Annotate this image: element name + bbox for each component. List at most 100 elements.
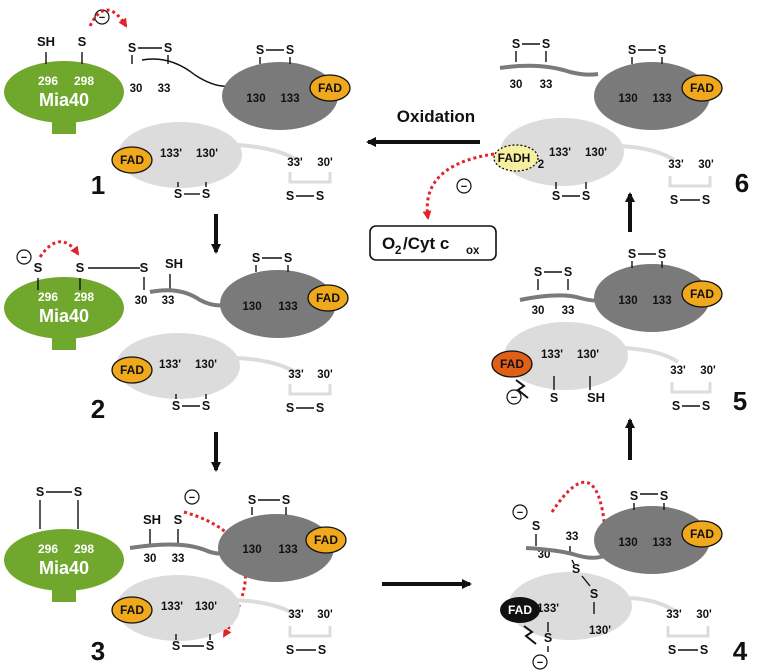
svg-text:130': 130' bbox=[585, 147, 607, 159]
thiolate-charge: − bbox=[184, 489, 200, 505]
svg-text:S: S bbox=[256, 43, 264, 57]
svg-text:SH: SH bbox=[165, 256, 183, 271]
svg-text:S: S bbox=[174, 187, 182, 201]
svg-text:130: 130 bbox=[618, 93, 637, 105]
svg-text:S: S bbox=[702, 399, 710, 413]
svg-text:S: S bbox=[702, 193, 710, 207]
svg-text:S: S bbox=[532, 519, 540, 533]
svg-text:33': 33' bbox=[288, 369, 304, 381]
svg-text:FADH: FADH bbox=[498, 151, 531, 165]
svg-text:−: − bbox=[99, 12, 105, 24]
svg-text:133: 133 bbox=[652, 537, 671, 549]
svg-text:298: 298 bbox=[74, 290, 94, 304]
svg-text:33: 33 bbox=[158, 83, 171, 95]
panel-step-5: S S 30 33 FAD 130 133 S S FAD 133' 130' … bbox=[491, 247, 747, 416]
svg-text:30': 30' bbox=[696, 609, 712, 621]
svg-text:FAD: FAD bbox=[314, 533, 338, 547]
mia40-residue-296: 296 bbox=[38, 74, 58, 88]
svg-text:Mia40: Mia40 bbox=[39, 558, 89, 578]
svg-text:S: S bbox=[164, 41, 172, 55]
svg-text:30': 30' bbox=[698, 159, 714, 171]
svg-text:S: S bbox=[36, 485, 44, 499]
electron-transfer-arrow bbox=[422, 152, 495, 220]
svg-text:FAD: FAD bbox=[120, 363, 144, 377]
mia40-protein: 296 298 Mia40 bbox=[4, 277, 124, 350]
svg-text:S: S bbox=[658, 43, 666, 57]
svg-text:S: S bbox=[544, 631, 552, 645]
svg-text:SH: SH bbox=[587, 390, 605, 405]
thiol-label: SH bbox=[37, 34, 55, 49]
svg-text:S: S bbox=[34, 260, 43, 275]
svg-text:133: 133 bbox=[278, 544, 297, 556]
svg-text:30: 30 bbox=[144, 553, 157, 565]
panel-step-6: S S 30 33 FAD 130 133 S S FADH 2 133' 13… bbox=[422, 37, 749, 220]
thiolate-charge: − bbox=[456, 178, 472, 194]
svg-text:130: 130 bbox=[618, 537, 637, 549]
svg-text:FAD: FAD bbox=[500, 357, 524, 371]
fad-excited bbox=[491, 350, 533, 378]
svg-text:S: S bbox=[286, 189, 294, 203]
thiolate-charge: − bbox=[16, 249, 32, 265]
svg-text:30: 30 bbox=[538, 549, 551, 561]
svg-text:30: 30 bbox=[532, 305, 545, 317]
svg-text:133': 133' bbox=[541, 349, 563, 361]
svg-text:S: S bbox=[564, 265, 572, 279]
svg-text:33: 33 bbox=[562, 305, 575, 317]
svg-text:S: S bbox=[658, 247, 666, 261]
svg-text:130': 130' bbox=[195, 601, 217, 613]
svg-text:−: − bbox=[189, 492, 195, 504]
svg-text:S: S bbox=[628, 247, 636, 261]
svg-text:130: 130 bbox=[242, 544, 261, 556]
svg-text:130': 130' bbox=[196, 148, 218, 160]
svg-text:S: S bbox=[660, 489, 668, 503]
svg-text:S: S bbox=[512, 37, 520, 51]
oxidation-label: Oxidation bbox=[397, 107, 475, 126]
svg-text:298: 298 bbox=[74, 542, 94, 556]
svg-text:S: S bbox=[286, 643, 294, 657]
electron-transfer-arrow bbox=[88, 8, 128, 28]
svg-text:FAD: FAD bbox=[120, 603, 144, 617]
svg-text:FAD: FAD bbox=[508, 603, 532, 617]
step-number-3: 3 bbox=[91, 636, 105, 666]
svg-text:33': 33' bbox=[668, 159, 684, 171]
svg-text:33: 33 bbox=[540, 79, 553, 91]
svg-text:S: S bbox=[318, 643, 326, 657]
electron-transfer-arrow bbox=[38, 240, 80, 258]
svg-text:S: S bbox=[174, 512, 183, 527]
svg-text:296: 296 bbox=[38, 542, 58, 556]
step-number-5: 5 bbox=[733, 386, 747, 416]
light-subunit bbox=[118, 122, 242, 188]
svg-text:S: S bbox=[206, 639, 214, 653]
svg-text:2: 2 bbox=[538, 159, 544, 171]
svg-text:ox: ox bbox=[466, 245, 480, 257]
svg-text:130: 130 bbox=[242, 301, 261, 313]
dark-subunit bbox=[222, 62, 338, 130]
svg-text:FAD: FAD bbox=[120, 153, 144, 167]
svg-text:S: S bbox=[672, 399, 680, 413]
svg-text:130: 130 bbox=[618, 295, 637, 307]
svg-text:S: S bbox=[172, 639, 180, 653]
fad-bound bbox=[500, 597, 540, 623]
svg-text:S: S bbox=[670, 193, 678, 207]
svg-text:/Cyt c: /Cyt c bbox=[403, 234, 449, 253]
svg-text:133: 133 bbox=[652, 295, 671, 307]
svg-text:−: − bbox=[537, 657, 543, 669]
svg-text:S: S bbox=[284, 251, 292, 265]
panel-step-4: − S 30 33 FAD 130 133 S S S S 130' 133' … bbox=[500, 480, 748, 670]
svg-text:S: S bbox=[286, 401, 294, 415]
svg-text:30': 30' bbox=[317, 157, 333, 169]
svg-text:130': 130' bbox=[589, 625, 611, 637]
svg-text:FAD: FAD bbox=[690, 527, 714, 541]
svg-text:O: O bbox=[382, 234, 395, 253]
svg-text:−: − bbox=[461, 181, 467, 193]
svg-text:S: S bbox=[316, 189, 324, 203]
svg-text:FAD: FAD bbox=[316, 291, 340, 305]
svg-text:130': 130' bbox=[577, 349, 599, 361]
svg-text:2: 2 bbox=[395, 245, 401, 257]
step-number-1: 1 bbox=[91, 170, 105, 200]
svg-text:33: 33 bbox=[566, 531, 579, 543]
svg-text:S: S bbox=[572, 562, 580, 576]
svg-text:SH: SH bbox=[143, 512, 161, 527]
svg-text:133': 133' bbox=[537, 603, 559, 615]
svg-text:33': 33' bbox=[288, 609, 304, 621]
